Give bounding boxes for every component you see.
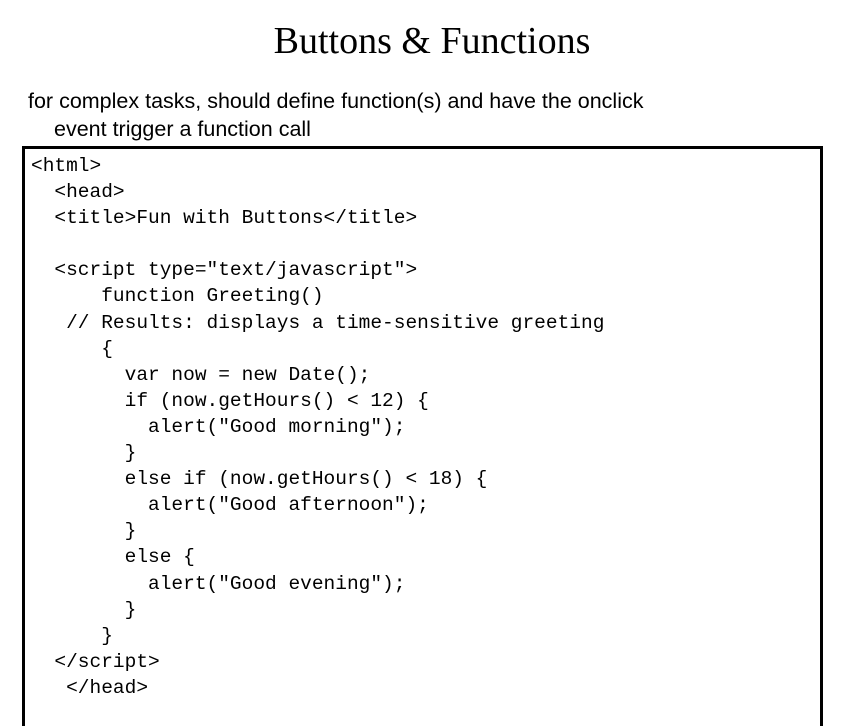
code-line: <head>: [31, 181, 125, 204]
code-line: <html>: [31, 155, 102, 177]
code-line: alert("Good afternoon");: [31, 494, 429, 517]
code-line: <title>Fun with Buttons</title>: [31, 207, 418, 230]
code-line: <script type="text/javascript">: [31, 259, 418, 282]
code-line: function Greeting(): [31, 285, 324, 308]
slide-canvas: Buttons & Functions for complex tasks, s…: [22, 20, 823, 726]
code-line: // Results: displays a time-sensitive gr…: [31, 311, 605, 334]
subtitle-line-2: event trigger a function call: [54, 117, 311, 141]
code-line: }: [31, 598, 137, 621]
code-line: if (now.getHours() < 12) {: [31, 389, 429, 412]
code-line: else {: [31, 546, 195, 569]
code-block-container: <html> <head> <title>Fun with Buttons</t…: [22, 146, 823, 726]
code-line: var now = new Date();: [31, 363, 371, 386]
code-line: {: [31, 337, 113, 360]
code-listing: <html> <head> <title>Fun with Buttons</t…: [25, 149, 820, 701]
code-line: }: [31, 442, 137, 465]
code-line: }: [31, 624, 113, 647]
code-line: }: [31, 520, 137, 543]
code-line: [31, 231, 820, 257]
slide-subtitle: for complex tasks, should define functio…: [28, 87, 818, 143]
code-line: </head>: [31, 676, 149, 699]
code-line: alert("Good morning");: [31, 415, 406, 438]
code-line: </script>: [31, 650, 160, 673]
code-line: else if (now.getHours() < 18) {: [31, 468, 488, 491]
subtitle-line-1: for complex tasks, should define functio…: [28, 89, 644, 113]
code-line: alert("Good evening");: [31, 572, 406, 595]
page-title: Buttons & Functions: [273, 20, 591, 62]
